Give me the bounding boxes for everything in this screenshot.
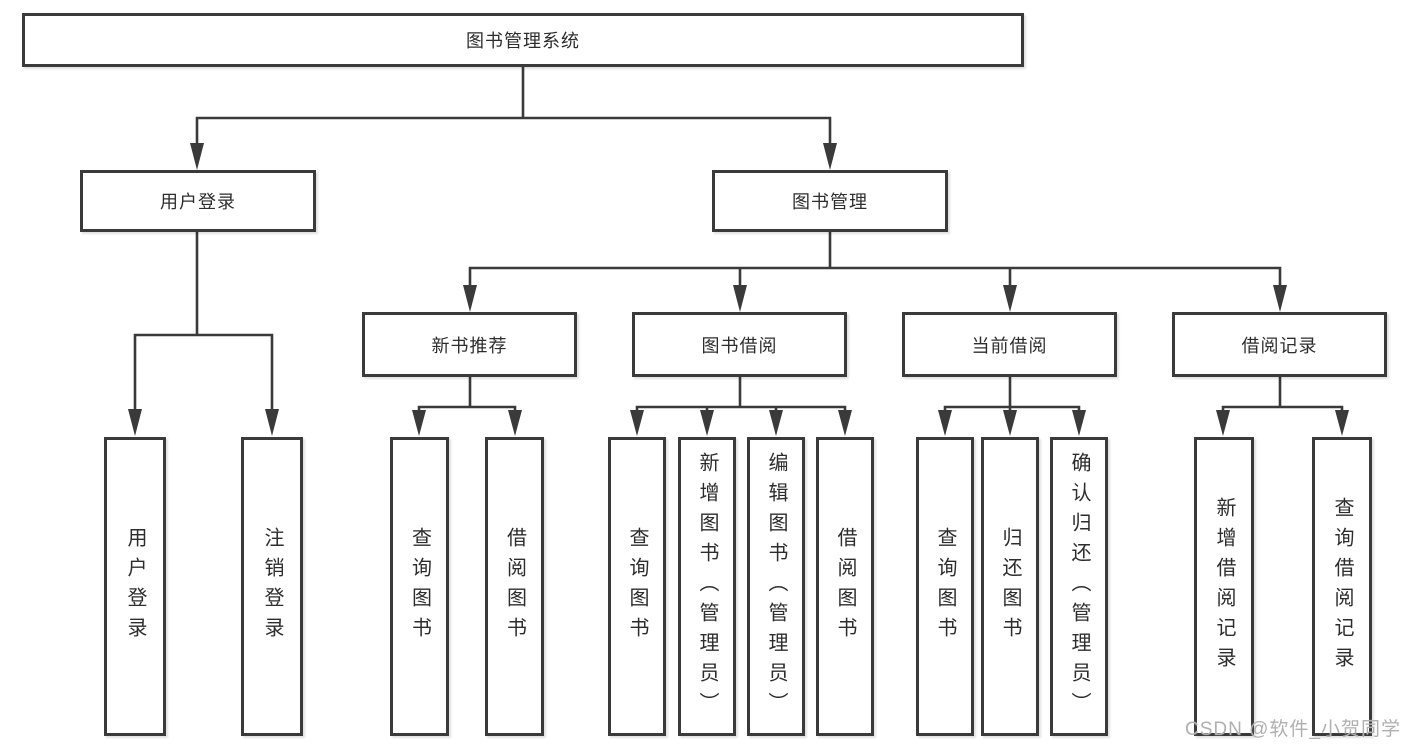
leaf-confirm-return-admin: 确认归还（管理员） — [1050, 437, 1108, 736]
leaf-recommend-query-book: 查询图书 — [390, 437, 449, 736]
leaf-add-borrow-record: 新增借阅记录 — [1194, 437, 1254, 736]
leaf-borrow-book: 借阅图书 — [816, 437, 874, 736]
leaf-logout-label: 注销登录 — [261, 526, 283, 647]
leaf-recommend-query-book-label: 查询图书 — [408, 526, 431, 647]
leaf-edit-book-admin: 编辑图书（管理员） — [747, 437, 805, 736]
node-new-book-recommend-label: 新书推荐 — [431, 335, 508, 356]
leaf-current-query-book: 查询图书 — [916, 437, 974, 736]
leaf-borrow-query-book: 查询图书 — [608, 437, 666, 736]
csdn-watermark: CSDN @软件_小贺同学 — [1185, 719, 1401, 740]
node-user-login-branch-label: 用户登录 — [160, 192, 236, 212]
leaf-recommend-borrow-book: 借阅图书 — [485, 437, 544, 736]
leaf-query-borrow-record-label: 查询借阅记录 — [1331, 496, 1353, 677]
leaf-borrow-query-book-label: 查询图书 — [626, 526, 648, 647]
leaf-user-login: 用户登录 — [104, 437, 166, 736]
node-book-management: 图书管理 — [712, 170, 948, 232]
node-current-borrow-label: 当前借阅 — [971, 335, 1048, 356]
node-book-management-label: 图书管理 — [792, 192, 868, 212]
leaf-borrow-book-label: 借阅图书 — [834, 526, 856, 647]
node-book-borrow-label: 图书借阅 — [701, 335, 778, 356]
leaf-return-book: 归还图书 — [981, 437, 1039, 736]
node-book-borrow: 图书借阅 — [632, 312, 847, 377]
leaf-add-borrow-record-label: 新增借阅记录 — [1213, 496, 1235, 677]
leaf-user-login-label: 用户登录 — [124, 526, 146, 647]
leaf-current-query-book-label: 查询图书 — [934, 526, 956, 647]
leaf-return-book-label: 归还图书 — [999, 526, 1021, 647]
leaf-edit-book-admin-label: 编辑图书（管理员） — [765, 451, 787, 722]
leaf-logout: 注销登录 — [241, 437, 303, 736]
leaf-confirm-return-admin-label: 确认归还（管理员） — [1068, 451, 1090, 722]
node-root: 图书管理系统 — [22, 13, 1024, 67]
leaf-query-borrow-record: 查询借阅记录 — [1312, 437, 1372, 736]
leaf-add-book-admin-label: 新增图书（管理员） — [696, 451, 718, 722]
leaf-add-book-admin: 新增图书（管理员） — [678, 437, 736, 736]
leaf-recommend-borrow-book-label: 借阅图书 — [503, 526, 526, 647]
node-new-book-recommend: 新书推荐 — [362, 312, 577, 377]
node-current-borrow: 当前借阅 — [902, 312, 1117, 377]
node-borrow-records-label: 借阅记录 — [1241, 335, 1318, 356]
node-user-login-branch: 用户登录 — [80, 170, 316, 232]
node-root-label: 图书管理系统 — [466, 31, 580, 51]
node-borrow-records: 借阅记录 — [1172, 312, 1387, 377]
